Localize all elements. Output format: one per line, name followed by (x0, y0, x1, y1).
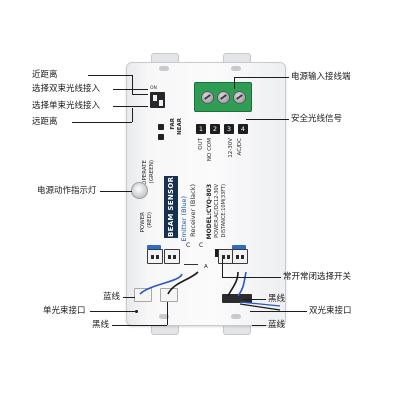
top-mount-tab-left (151, 53, 179, 64)
leader-line (132, 75, 133, 94)
dip-on-label: ON (150, 86, 157, 91)
terminal-screw[interactable] (233, 91, 246, 104)
callout-dual-beam-port: 双光束接口 (309, 306, 352, 316)
leader-line (112, 325, 167, 326)
leader-line (100, 191, 132, 192)
terminal-number: 3 (224, 124, 234, 134)
power-terminal-block (194, 82, 252, 112)
callout-blue-wire-left: 蓝线 (103, 292, 121, 302)
terminal-number: 4 (238, 124, 248, 134)
emitter-label: Emitter (Blue) (180, 196, 188, 242)
operate-label: OPERATE (142, 160, 148, 185)
leader-line (132, 108, 133, 122)
mount-hole (231, 314, 241, 319)
leader-line (113, 89, 148, 90)
callout-blue-wire-right: 蓝线 (268, 320, 286, 330)
switch-marker-line (184, 264, 198, 265)
leader-line (250, 311, 307, 312)
bottom-mount-tab-right (223, 324, 251, 335)
dip-knob-1[interactable] (153, 95, 157, 101)
leader-line (234, 77, 235, 89)
callout-black-wire-left: 黑线 (92, 320, 110, 330)
leader-line (244, 299, 266, 300)
callout-single-beam-select: 选择单束光线接入 (32, 101, 101, 111)
near-indicator-box (158, 134, 164, 140)
far-indicator-box (158, 124, 164, 130)
terminal-label-no-com: NO COM (207, 138, 213, 162)
operate-color-label: (GREEN) (149, 160, 155, 184)
dip-switch[interactable] (150, 92, 165, 108)
leader-line (90, 311, 136, 312)
operate-indicator-led (131, 182, 148, 199)
leader-line (72, 122, 132, 123)
dip-knob-2[interactable] (159, 100, 163, 106)
callout-safety-beam-signal: 安全光线信号 (291, 114, 343, 124)
power-label: POWER (140, 212, 146, 233)
callout-power-input-terminal: 电源输入接线端 (291, 72, 351, 82)
terminal-label-out: OUT (198, 138, 204, 150)
switch-mark-c: C (186, 242, 191, 249)
terminal-label-voltage: 12-30V (228, 138, 234, 158)
connector-black-left[interactable] (164, 249, 180, 264)
wire-harness (139, 271, 281, 311)
callout-dual-beam-select: 选择双束光线接入 (32, 84, 101, 94)
terminal-number-strip: 1 2 3 4 (196, 124, 248, 134)
callout-far-distance: 远距离 (32, 117, 58, 127)
mount-hole (231, 66, 241, 71)
mount-hole (159, 314, 169, 319)
dual-beam-port[interactable] (222, 294, 252, 303)
connector-color-tab (232, 245, 246, 249)
callout-black-wire-right: 黑线 (268, 294, 286, 304)
distance-spec-line: DISTANCE:10M(33FT) (221, 184, 227, 238)
leader-line (167, 302, 168, 325)
leader-dot (135, 310, 138, 313)
leader-line (246, 119, 289, 120)
connector-color-tab (147, 245, 161, 249)
terminal-screw[interactable] (217, 91, 230, 104)
callout-power-action-indicator: 电源动作指示灯 (37, 186, 97, 196)
bottom-mount-tab-left (151, 324, 179, 335)
terminal-number: 1 (196, 124, 206, 134)
callout-single-beam-port: 单光束接口 (43, 306, 86, 316)
beam-sensor-plate: BEAM SENSOR (164, 176, 178, 238)
leader-line (234, 77, 289, 78)
connector-blue-left[interactable] (147, 249, 163, 264)
power-spec-line: POWER:AC/DC12-30V (214, 184, 220, 238)
receiver-label: Receiver (Black) (189, 184, 197, 237)
power-color-label: (RED) (147, 212, 153, 228)
single-beam-port-black[interactable] (160, 288, 178, 302)
leader-line (252, 325, 266, 326)
leader-line (88, 75, 132, 76)
leader-line (222, 258, 223, 277)
near-label: NEAR (177, 118, 183, 135)
single-beam-port-blue[interactable] (134, 288, 152, 302)
leader-line (113, 106, 148, 107)
model-line: MODEL:CYQ-803 (206, 184, 213, 240)
callout-no-nc-switch: 常开常闭选择开关 (283, 272, 352, 282)
leader-line (123, 297, 135, 298)
switch-mark-a: A (204, 264, 208, 270)
terminal-number: 2 (210, 124, 220, 134)
top-mount-tab-right (223, 53, 251, 64)
terminal-label-acdc: AC/DC (237, 138, 243, 156)
connector-blue-right[interactable] (232, 249, 248, 264)
leader-line (132, 94, 148, 95)
terminal-screw[interactable] (201, 91, 214, 104)
leader-line (222, 277, 281, 278)
callout-near-distance: 近距离 (32, 70, 58, 80)
far-label: FAR (170, 118, 176, 130)
mount-hole (159, 66, 169, 71)
switch-mark-c: C (199, 242, 204, 249)
